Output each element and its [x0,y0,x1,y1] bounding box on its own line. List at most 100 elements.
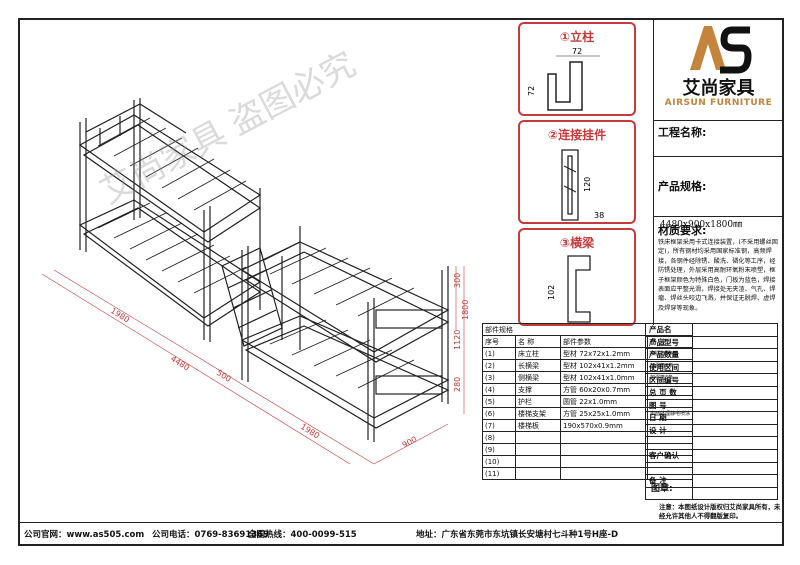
table-cell: (9) [482,443,516,456]
stamp-title: 图章: [651,484,673,494]
info-label: 日 期 [645,411,693,425]
bunk-bed-drawing: 4480 1980 500 1980 900 1800 1120 300 280… [20,20,514,522]
bracket-profile-icon: 120 38 [561,149,604,221]
post-dim-h: 72 [527,86,536,96]
table-cell: 圆管 22x1.0mm [560,395,648,408]
dim-h2: 1120 [453,330,462,350]
table-cell: (5) [482,395,516,408]
info-value [692,398,778,413]
info-label: 图 号 [645,398,693,413]
brand-logo: 艾尚家具 AIRSUN FURNITURE [654,20,783,121]
info-value [692,360,778,375]
detail-bracket: ②连接挂件 120 38 [518,120,636,224]
info-label: 产品数量 [645,348,693,362]
dim-h1: 1800 [461,300,470,320]
dim-seg3: 1980 [299,422,321,440]
table-cell: 长横梁 [515,359,561,372]
dim-seg1: 1980 [109,306,131,324]
table-cell: 190x570x0.9mm [560,419,648,432]
beam-profile-icon: 102 [547,255,591,323]
table-row [645,461,778,476]
footer-phone: 公司电话：0769-83691369 [152,530,270,540]
parts-header: 序号 [482,335,516,348]
spec-value: 4480x900x1800㎜ [660,220,743,230]
table-cell: 楼梯支架 [515,407,561,420]
table-cell: 方管 60x20x0.7mm [560,383,648,396]
info-value [692,335,778,350]
table-cell: (10) [482,455,516,468]
brand-name-en: AIRSUN FURNITURE [664,98,773,108]
isometric-view: 4480 1980 500 1980 900 1800 1120 300 280 [41,98,470,465]
info-label [645,461,693,476]
table-row: 日 期 [645,411,778,425]
detail-beam: ③横梁 102 [518,228,636,326]
parts-header: 部件参数 [560,335,648,348]
table-row: 产品型号 [645,335,778,350]
table-row [645,436,778,450]
info-value [692,461,778,476]
info-table: 产品名产品型号产品数量使用区间区间编号总 页 数图 号日 期设 计客户确认备 注 [645,323,778,501]
info-label: 设 计 [645,423,693,438]
dim-seg2: 500 [215,368,233,384]
table-cell [515,467,561,480]
material-text: 铁床框架采用卡式连接装置，(不采用螺丝固定)，所有钢材均采用国家标准钢，高频焊接… [658,239,778,312]
footer: 公司官网：www.as505.com 公司电话：0769-83691369 全国… [20,522,782,545]
detail-beam-caption: ③横梁 [559,236,595,250]
info-value [692,436,778,450]
spec-label: 产品规格: [658,180,707,193]
detail-post-caption: ①立柱 [559,30,595,44]
info-value [692,373,778,387]
info-value [692,448,778,463]
stamp-box: 图章: 注意：本图纸设计版权归艾尚家具所有，未经允许其他人不得翻版复印。 [645,483,782,522]
table-row: 使用区间 [645,360,778,375]
drawing-frame [18,18,784,546]
table-cell [560,431,648,444]
table-cell: 支撑 [515,383,561,396]
brand-name-cn: 艾尚家具 [682,78,755,99]
info-value [692,348,778,362]
info-label [645,436,693,450]
post-profile-icon: 72 72 [527,47,600,111]
table-cell [515,431,561,444]
table-cell: (11) [482,467,516,480]
info-value [692,423,778,438]
table-cell [515,455,561,468]
footer-hotline: 全国热线：400-0099-515 [248,530,357,540]
table-row: 客户确认 [645,448,778,463]
table-cell: 侧横梁 [515,371,561,384]
info-label: 使用区间 [645,360,693,375]
info-value [692,486,778,501]
info-value [692,385,778,400]
table-cell: 护栏 [515,395,561,408]
footer-website: 公司官网：www.as505.com [24,530,145,540]
table-cell: 楼梯板 [515,419,561,432]
table-row: 图 号 [645,398,778,413]
info-label: 产品型号 [645,335,693,350]
table-cell: 型材 102x41x1.2mm [560,359,648,372]
table-row: 总 页 数 [645,385,778,400]
table-cell: (8) [482,431,516,444]
footer-address: 地址：广东省东莞市东坑镇长安塘村七斗种1号H座-D [416,530,619,540]
info-value [692,411,778,425]
table-cell [560,443,648,456]
table-row: 设 计 [645,423,778,438]
table-cell [515,443,561,456]
table-cell: 型材 102x41x1.0mm [560,371,648,384]
table-cell: (7) [482,419,516,432]
table-cell: 方管 25x25x1.0mm [560,407,648,420]
table-cell [560,455,648,468]
table-row: 产品数量 [645,348,778,362]
table-cell: 床立柱 [515,347,561,360]
detail-post: ①立柱 72 72 [518,22,636,116]
dim-total-length: 4480 [169,354,191,372]
dim-width: 900 [401,435,419,450]
dim-h3: 300 [453,273,462,288]
info-value [692,323,778,337]
post-dim-w: 72 [572,47,582,56]
table-cell: (2) [482,359,516,372]
copyright-note: 注意：本图纸设计版权归艾尚家具所有，未经允许其他人不得翻版复印。 [659,503,781,520]
table-cell: (4) [482,383,516,396]
project-name-label: 工程名称: [658,126,707,139]
table-row: 备 注 [645,474,778,488]
